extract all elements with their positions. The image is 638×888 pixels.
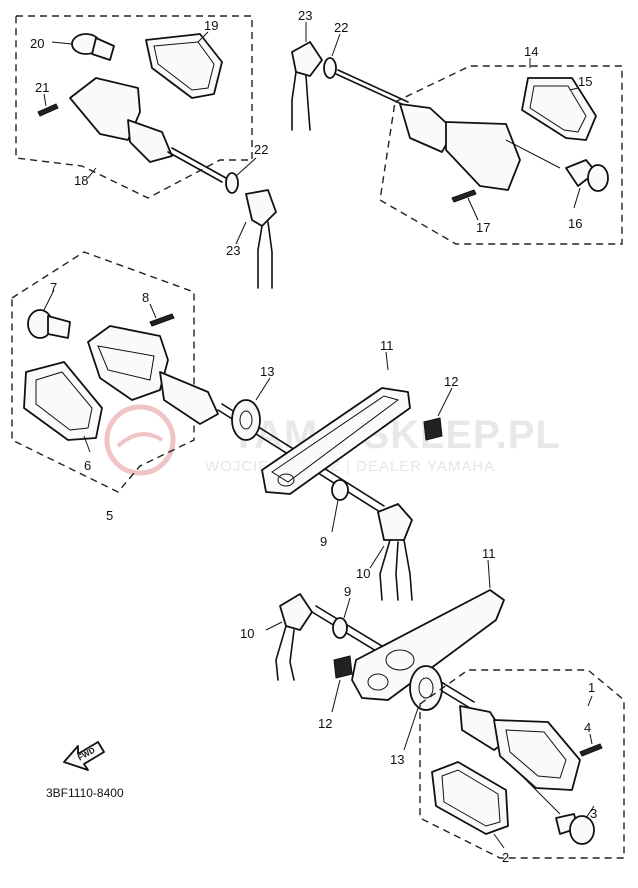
screw-4 <box>579 743 603 757</box>
callout-12-upper: 12 <box>444 374 458 389</box>
callout-23-lower: 23 <box>226 243 240 258</box>
bracket-11-lower <box>351 589 505 701</box>
callout-6: 6 <box>84 458 91 473</box>
grommet-9-lower <box>332 617 348 639</box>
housing-14 <box>399 103 521 191</box>
washer-13-upper <box>231 399 261 441</box>
callout-3: 3 <box>590 806 597 821</box>
callout-9-upper: 9 <box>320 534 327 549</box>
callout-18: 18 <box>74 173 88 188</box>
callout-10-lower: 10 <box>240 626 254 641</box>
callout-17: 17 <box>476 220 490 235</box>
callout-22-upper: 22 <box>334 20 348 35</box>
callout-5: 5 <box>106 508 113 523</box>
nut-12-upper <box>423 417 443 441</box>
callout-14: 14 <box>524 44 538 59</box>
callout-15: 15 <box>578 74 592 89</box>
lens-15 <box>521 77 597 141</box>
bracket-11-upper <box>261 387 411 495</box>
bulb-20 <box>71 33 115 61</box>
callout-22-lower: 22 <box>254 142 268 157</box>
assembly-5-rear-left: 7 8 6 5 <box>11 251 219 523</box>
bulb-3 <box>555 813 595 845</box>
wire-connector-10-lower <box>275 593 313 681</box>
wire-connector-23-upper <box>291 41 323 131</box>
callout-16: 16 <box>568 216 582 231</box>
washer-13-lower <box>409 665 443 711</box>
housing-1 <box>459 705 581 791</box>
housing-18 <box>69 77 227 183</box>
grommet-22-upper <box>225 172 239 194</box>
grommet-9-upper <box>331 479 349 501</box>
watermark-title: YAMA-SKLEP.PL <box>230 413 561 457</box>
mounting-upper: 11 12 13 9 10 <box>217 338 458 601</box>
callout-9-lower: 9 <box>344 584 351 599</box>
housing-5 <box>87 325 219 425</box>
callout-13-lower: 13 <box>390 752 404 767</box>
screw-21 <box>37 103 59 117</box>
callout-21: 21 <box>35 80 49 95</box>
wire-connector-23-lower <box>245 189 277 289</box>
callout-11-upper: 11 <box>380 338 394 353</box>
callout-20: 20 <box>30 36 44 51</box>
callout-11-lower: 11 <box>482 546 496 561</box>
assembly-18-front-left: 20 19 21 18 22 23 <box>15 15 277 289</box>
lens-2 <box>431 761 509 835</box>
assembly-5-boundary <box>11 251 195 493</box>
callout-2: 2 <box>502 850 509 865</box>
callout-12-lower: 12 <box>318 716 332 731</box>
lens-6 <box>23 361 103 441</box>
assembly-14-boundary <box>379 65 623 245</box>
lens-19 <box>145 33 223 99</box>
callout-19: 19 <box>204 18 218 33</box>
callout-8: 8 <box>142 290 149 305</box>
bulb-7 <box>27 309 71 339</box>
callout-13-upper: 13 <box>260 364 274 379</box>
grommet-22-top <box>323 57 337 79</box>
callout-7: 7 <box>50 280 57 295</box>
callout-4: 4 <box>584 720 591 735</box>
bulb-16 <box>565 159 609 192</box>
assembly-1-rear-right: 1 4 3 2 <box>419 669 625 865</box>
assembly-14-front-right: 23 22 14 15 16 17 <box>291 8 623 245</box>
assembly-1-boundary <box>419 669 625 859</box>
part-number: 3BF1110-8400 <box>46 786 124 800</box>
fwd-arrow: FWD <box>63 741 105 771</box>
callout-1: 1 <box>588 680 595 695</box>
callout-10-upper: 10 <box>356 566 370 581</box>
screw-8 <box>149 313 175 327</box>
callout-23-upper: 23 <box>298 8 312 23</box>
wire-connector-10-upper <box>377 503 413 601</box>
screw-17 <box>451 189 477 203</box>
watermark-logo <box>104 404 176 476</box>
mounting-lower: 11 9 10 12 13 <box>240 546 505 767</box>
nut-12-lower <box>333 655 353 679</box>
watermark-subtitle: WOJCIECH ... CZ | DEALER YAMAHA <box>205 458 495 475</box>
